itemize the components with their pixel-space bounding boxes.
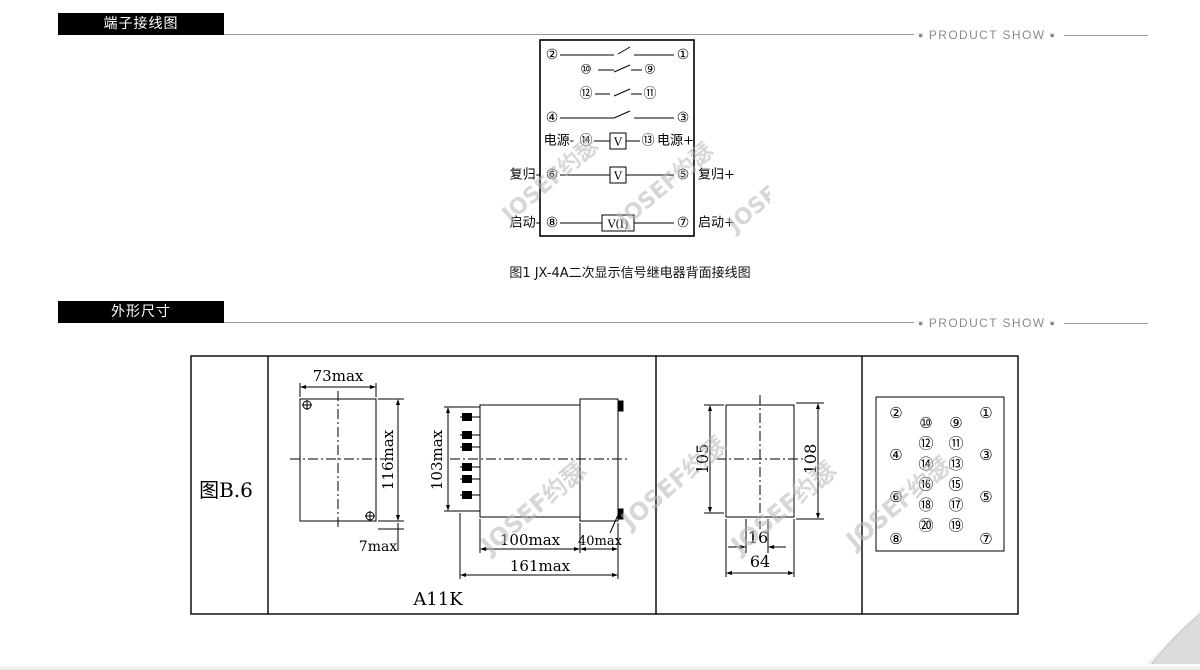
cutout-inner-height-label: 105 <box>693 444 712 475</box>
watermark: JOSEF约瑟 <box>724 456 841 561</box>
page-curl-decoration <box>1140 610 1200 670</box>
dot-icon: ● <box>1049 30 1057 40</box>
product-show-label: PRODUCT SHOW <box>928 28 1046 42</box>
terminal-layout-cell: ⑥ <box>889 488 902 506</box>
table-frame <box>190 355 1019 615</box>
section-header-dimensions: 外形尺寸 ● PRODUCT SHOW ● <box>58 301 1148 330</box>
diagram-frame <box>539 39 695 237</box>
terminal-14: ⑭ <box>579 134 592 149</box>
terminal-layout-cell: ④ <box>889 446 902 464</box>
dot-icon: ● <box>918 318 925 328</box>
product-show-tag: ● PRODUCT SHOW ● <box>914 313 1148 333</box>
side-body-length-label: 100max <box>500 531 561 549</box>
label-start-plus: 启动+ <box>698 216 735 231</box>
label-power-plus: 电源+ <box>657 134 694 149</box>
terminal-3: ③ <box>677 110 690 126</box>
section-title: 外形尺寸 <box>58 301 224 323</box>
watermark: JOSEF约瑟 <box>614 431 731 536</box>
terminal-layout-cell: ⑱ <box>918 496 933 514</box>
section-divider <box>224 34 914 35</box>
side-total-length-label: 161max <box>510 557 571 575</box>
coil-label-v2: V <box>613 170 623 183</box>
terminal-11: ⑪ <box>643 87 656 102</box>
dot-icon: ● <box>1049 318 1057 328</box>
wiring-diagram: ② ① ⑩ ⑨ ⑫ ⑪ ④ ③ ⑭ ⑬ ⑥ ⑤ ⑧ ⑦ V V V(I) 电源-… <box>496 39 770 239</box>
terminal-9: ⑨ <box>644 63 656 78</box>
terminal-7: ⑦ <box>677 215 690 231</box>
coil-label-v1: V <box>613 136 623 149</box>
terminal-layout-frame <box>875 396 1005 552</box>
label-reset-plus: 复归+ <box>698 168 735 183</box>
terminal-2: ② <box>546 47 559 63</box>
terminal-12: ⑫ <box>579 87 592 102</box>
terminal-10: ⑩ <box>580 63 592 78</box>
terminal-layout-cell: ⑨ <box>949 414 962 432</box>
section-divider <box>224 322 914 323</box>
terminal-5: ⑤ <box>677 167 690 183</box>
terminal-layout-cell: ③ <box>979 446 992 464</box>
terminal-layout-cell: ⑯ <box>918 476 933 494</box>
watermark: JOSEF约瑟 <box>721 143 770 239</box>
terminal-13: ⑬ <box>641 134 654 149</box>
terminal-4: ④ <box>546 110 559 126</box>
terminal-layout-cell: ⑬ <box>948 455 963 473</box>
bottom-rule <box>0 664 1200 670</box>
terminal-8: ⑧ <box>546 215 559 231</box>
product-show-label: PRODUCT SHOW <box>928 316 1046 330</box>
terminal-layout-cell: ⑦ <box>979 530 992 548</box>
cutout-outer-height-label: 108 <box>801 444 820 475</box>
model-label: A11K <box>412 589 463 610</box>
dimension-drawing: 图B.6 73max 116max 7max <box>190 355 1019 615</box>
terminal-layout-cell: ⑩ <box>919 414 932 432</box>
side-height-label: 103max <box>428 429 446 490</box>
terminal-layout-cell: ⑳ <box>918 517 933 535</box>
front-width-label: 73max <box>313 367 364 385</box>
terminal-layout-cell: ② <box>889 404 902 422</box>
product-show-tag: ● PRODUCT SHOW ● <box>914 25 1148 45</box>
wiring-caption: 图1 JX-4A二次显示信号继电器背面接线图 <box>509 266 751 281</box>
terminal-layout-cell: ⑧ <box>889 530 902 548</box>
terminal-layout-cell: ⑲ <box>948 517 963 535</box>
side-front-depth-label: 40max <box>578 534 623 549</box>
cutout-small-width-label: 16 <box>748 528 768 547</box>
label-reset-minus: 复归- <box>510 168 540 183</box>
coil-label-v3: V(I) <box>607 218 629 231</box>
terminal-layout-cell: ⑰ <box>948 496 963 514</box>
section-divider-tail <box>1064 34 1148 36</box>
front-height-label: 116max <box>379 429 397 490</box>
terminal-6: ⑥ <box>546 167 559 183</box>
label-start-minus: 启动- <box>510 216 540 231</box>
label-power-minus: 电源- <box>544 134 574 149</box>
terminal-layout-cell: ⑮ <box>948 476 963 494</box>
cutout-width-label: 64 <box>750 552 770 571</box>
section-header-wiring: 端子接线图 ● PRODUCT SHOW ● <box>58 13 1148 42</box>
terminal-layout-cell: ⑭ <box>918 455 933 473</box>
terminal-layout-cell: ① <box>979 404 992 422</box>
front-offset-label: 7max <box>359 539 398 555</box>
terminal-layout-cell: ⑪ <box>948 435 963 453</box>
section-title: 端子接线图 <box>58 13 224 35</box>
dot-icon: ● <box>918 30 925 40</box>
figure-label: 图B.6 <box>199 478 253 502</box>
terminal-1: ① <box>677 47 690 63</box>
terminal-layout-cell: ⑤ <box>979 488 992 506</box>
terminal-layout-cell: ⑫ <box>918 435 933 453</box>
section-divider-tail <box>1064 322 1148 324</box>
